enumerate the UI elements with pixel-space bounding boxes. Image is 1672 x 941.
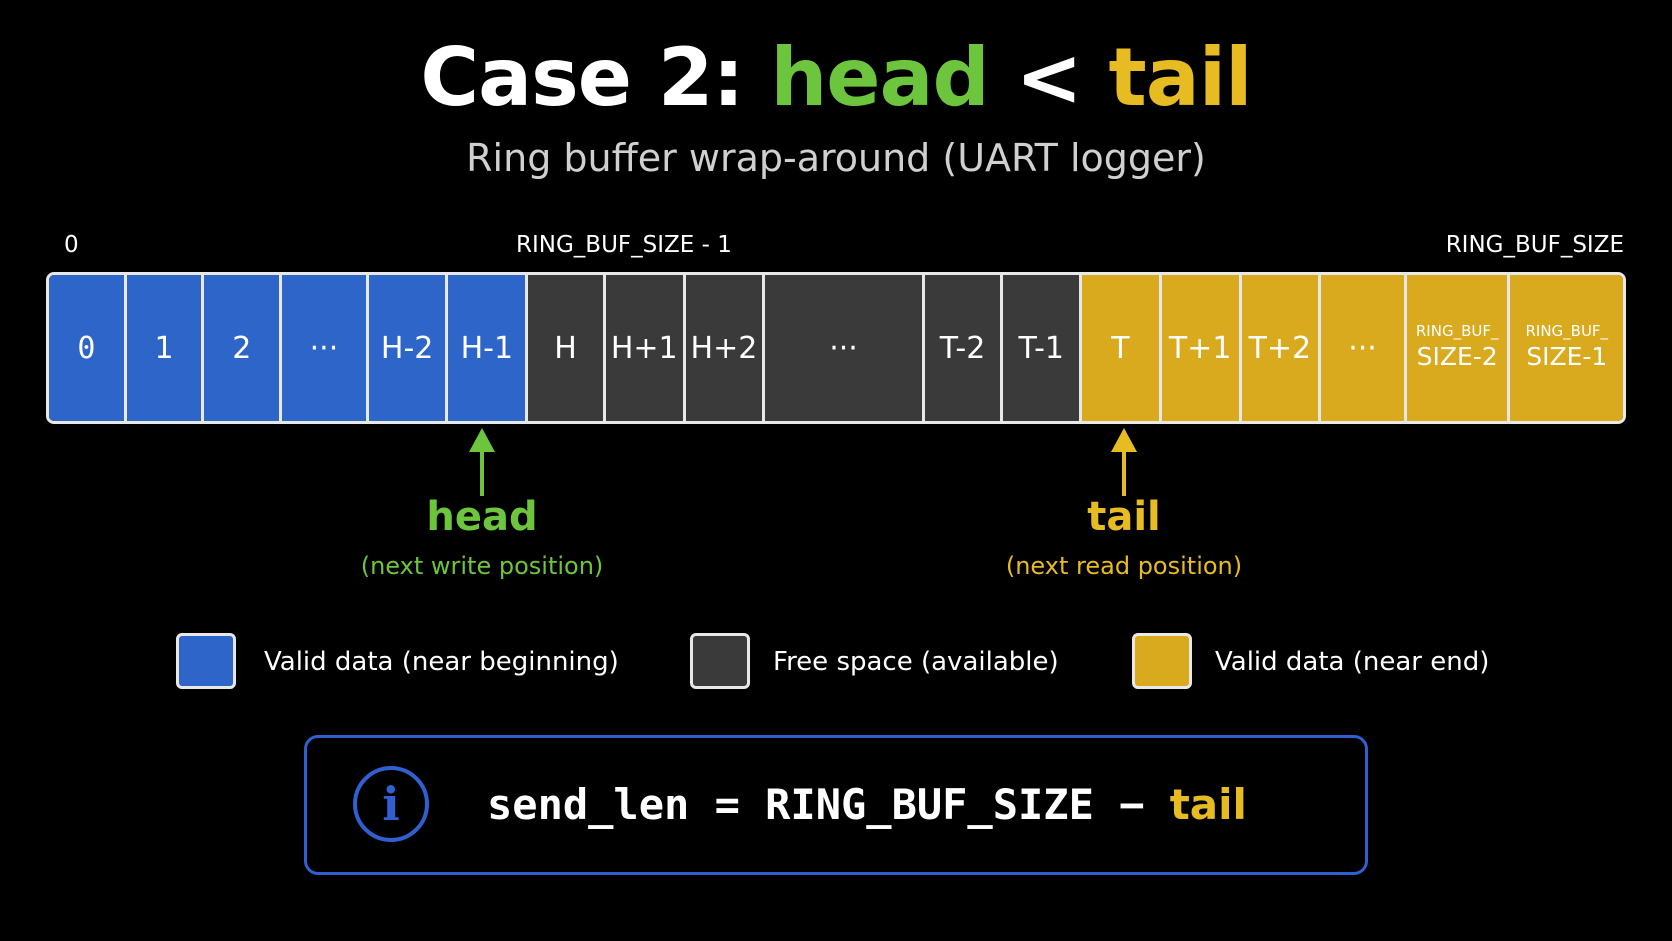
legend-label-valid-beginning: Valid data (near beginning)	[264, 647, 619, 677]
buffer-cell-label: 1	[154, 330, 174, 366]
buffer-cell-label: ···	[829, 330, 858, 366]
info-icon: i	[353, 766, 429, 842]
legend-label-valid-end: Valid data (near end)	[1215, 647, 1490, 677]
buffer-cell-label: T	[1111, 330, 1130, 366]
buffer-cell: ···	[765, 275, 925, 421]
buffer-cell: T-2	[924, 275, 1004, 421]
buffer-cell-label: SIZE-1	[1526, 342, 1608, 371]
buffer-cell-label-top: RING_BUF_	[1525, 322, 1609, 340]
head-pointer-description: (next write position)	[360, 552, 604, 580]
head-pointer-label: head	[426, 494, 538, 540]
title-operator: <	[988, 31, 1109, 124]
formula-left: send_len = RING_BUF_SIZE −	[487, 780, 1170, 829]
buffer-cell: 1	[126, 275, 205, 421]
buffer-cell: T+2	[1241, 275, 1322, 421]
buffer-cell-label: SIZE-2	[1416, 342, 1498, 371]
axis-label-start: 0	[64, 232, 79, 258]
buffer-cell-label: ···	[1348, 330, 1377, 366]
info-box: i send_len = RING_BUF_SIZE − tail	[304, 735, 1368, 875]
title-tail: tail	[1108, 31, 1253, 124]
tail-pointer-label: tail	[1087, 494, 1161, 540]
buffer-cell: T+1	[1161, 275, 1242, 421]
buffer-cell-label: T+2	[1248, 330, 1312, 366]
buffer-cell: 2	[204, 275, 283, 421]
buffer-cell-label: H+1	[610, 330, 678, 366]
buffer-cell: T	[1082, 275, 1162, 421]
buffer-cell-label: ···	[309, 330, 339, 366]
title-head: head	[770, 31, 989, 124]
buffer-cell: RING_BUF_ SIZE-1	[1510, 275, 1623, 421]
buffer-cell-label: H	[554, 330, 577, 366]
buffer-cell: H+1	[605, 275, 686, 421]
buffer-cell-label: H-2	[380, 330, 434, 366]
buffer-cell-label: H+2	[690, 330, 758, 366]
title-prefix: Case 2:	[420, 31, 771, 124]
buffer-cell: H+2	[685, 275, 766, 421]
legend-swatch-valid-beginning	[176, 633, 236, 689]
buffer-cell: H-1	[448, 275, 529, 421]
buffer-cell: ···	[282, 275, 369, 421]
page-subtitle: Ring buffer wrap-around (UART logger)	[466, 136, 1206, 180]
formula-tail: tail	[1169, 780, 1247, 829]
buffer-cell-label: 0	[77, 330, 96, 366]
buffer-cell-label-top: RING_BUF_	[1415, 322, 1499, 340]
ring-buffer: 0 1 2 ··· H-2 H-1 H H+1 H+2 ··· T-2 T-1 T T+1 T+2 ··· RI…	[46, 272, 1626, 424]
buffer-cell-label: T+1	[1168, 330, 1232, 366]
axis-label-end: RING_BUF_SIZE	[1445, 232, 1624, 258]
buffer-cell: T-1	[1003, 275, 1083, 421]
send-len-formula: send_len = RING_BUF_SIZE − tail	[487, 778, 1247, 832]
legend-swatch-valid-end	[1132, 633, 1192, 689]
axis-label-middle: RING_BUF_SIZE - 1	[516, 232, 732, 258]
buffer-cell: RING_BUF_ SIZE-2	[1406, 275, 1511, 421]
page-title: Case 2: head < tail	[0, 28, 1672, 128]
buffer-cell-label: T-2	[939, 330, 986, 366]
buffer-cell: ···	[1321, 275, 1407, 421]
legend-swatch-free-space	[690, 633, 750, 689]
buffer-cell-label: H-1	[460, 330, 514, 366]
legend-label-free-space: Free space (available)	[773, 647, 1059, 677]
buffer-cell-label: 2	[232, 330, 252, 366]
buffer-cell: 0	[49, 275, 127, 421]
tail-pointer-description: (next read position)	[1005, 552, 1243, 580]
buffer-cell: H-2	[368, 275, 449, 421]
buffer-cell-label: T-1	[1018, 330, 1064, 366]
buffer-cell: H	[528, 275, 606, 421]
